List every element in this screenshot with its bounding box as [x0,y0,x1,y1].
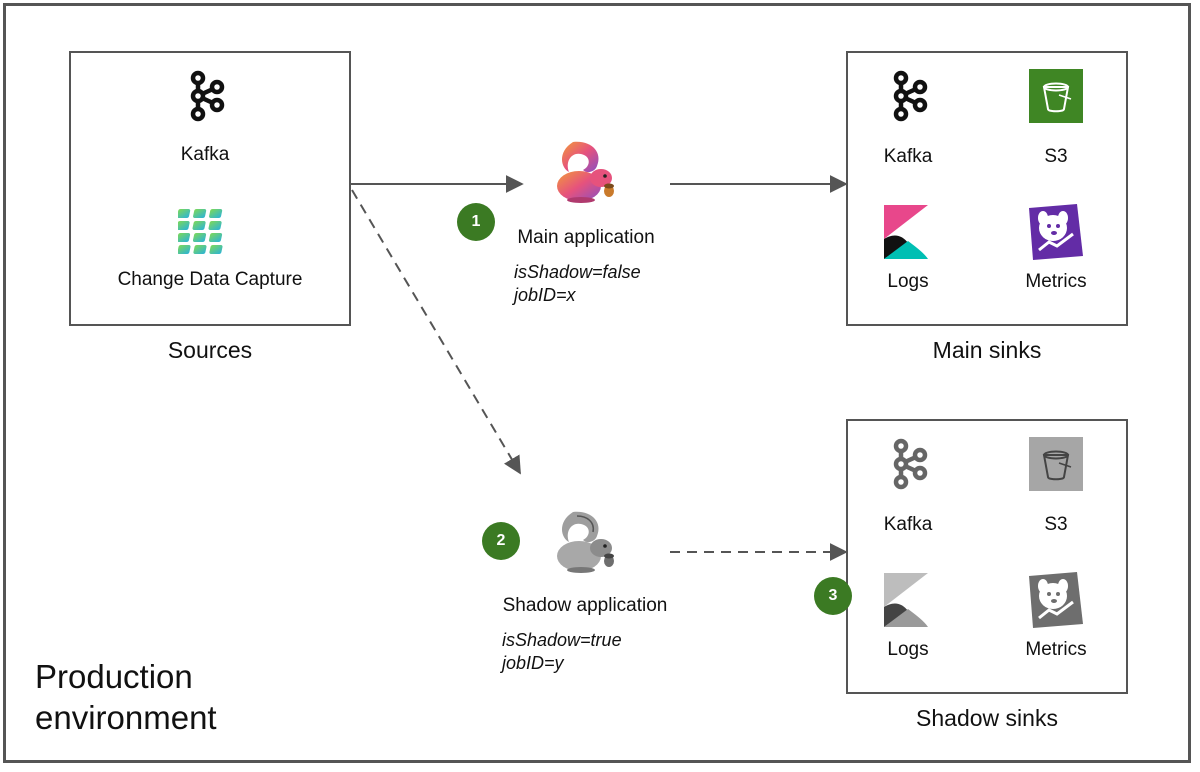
sources-kafka-label: Kafka [180,144,230,165]
main-sinks-logs-label: Logs [887,271,929,292]
shadow-application-param-jobid: jobID=y [502,653,564,673]
production-environment-label: Production environment [35,658,217,736]
production-environment-frame [3,3,1191,763]
main-sinks-metrics-label: Metrics [1025,271,1087,292]
kafka-icon [890,70,930,122]
shadow-sinks-s3-label: S3 [1044,514,1068,535]
shadow-sinks-badge: 3 [814,577,852,615]
arrow-sources-to-shadow [351,189,521,475]
flink-squirrel-gray-icon [551,508,619,576]
shadow-application-param-isshadow: isShadow=true [502,630,622,650]
flink-squirrel-icon [551,138,619,206]
shadow-sinks-kafka-label: Kafka [883,514,933,535]
main-sinks-title: Main sinks [932,337,1042,363]
sources-title: Sources [167,337,253,363]
main-application-param-isshadow: isShadow=false [514,262,641,282]
sources-cdc-label: Change Data Capture [117,269,303,290]
main-application-label: Main application [517,227,655,248]
s3-bucket-icon [1029,69,1083,123]
main-application-badge: 1 [457,203,495,241]
main-sinks-s3-label: S3 [1044,146,1068,167]
s3-bucket-icon [1029,437,1083,491]
main-sinks-kafka-label: Kafka [883,146,933,167]
shadow-sinks-metrics-label: Metrics [1025,639,1087,660]
shadow-sinks-logs-label: Logs [887,639,929,660]
kibana-icon [884,573,928,627]
datadog-icon [1029,204,1083,260]
sources-box [69,51,351,326]
shadow-application-label: Shadow application [502,595,668,616]
shadow-sinks-title: Shadow sinks [916,705,1058,731]
datadog-icon [1029,572,1083,628]
change-data-capture-icon [176,207,228,257]
main-application-param-jobid: jobID=x [514,285,576,305]
kafka-icon [890,438,930,490]
kafka-icon [187,70,227,122]
kibana-icon [884,205,928,259]
shadow-application-badge: 2 [482,522,520,560]
